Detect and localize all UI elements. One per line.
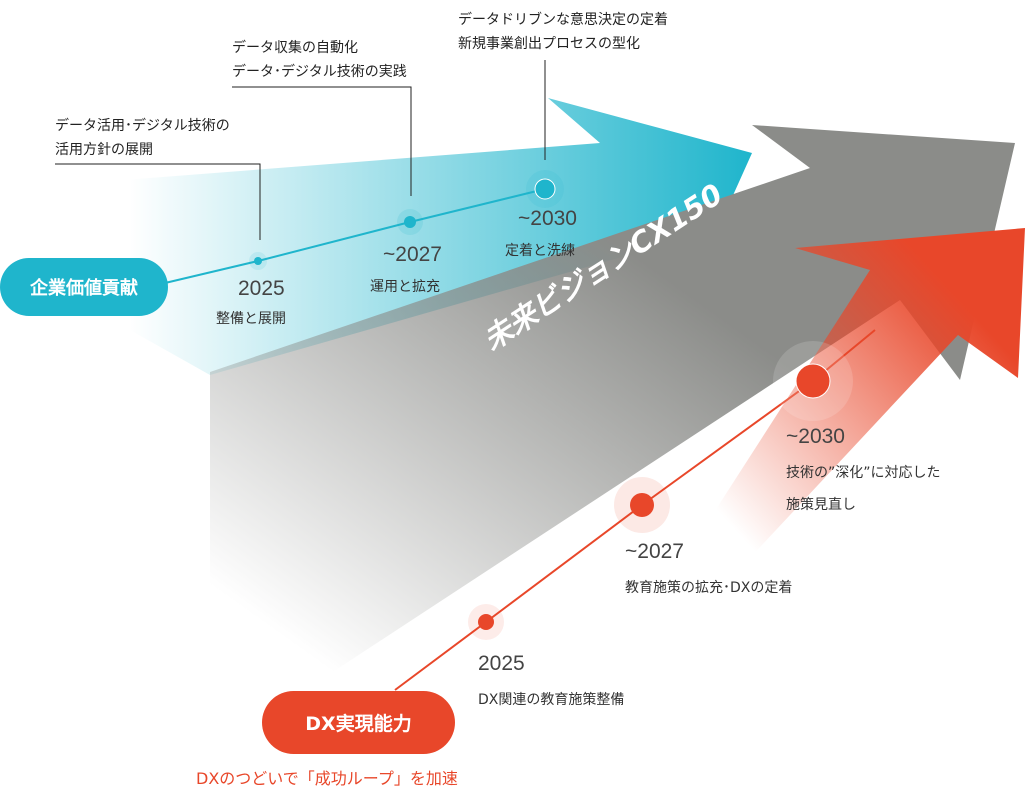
milestone-year: ~2027 [625, 540, 684, 563]
milestone-dot [630, 493, 654, 517]
milestone-year: ~2030 [786, 425, 845, 448]
callout-2030: データドリブンな意思決定の定着新規事業創出プロセスの型化 [458, 8, 668, 56]
milestone-year: 2025 [238, 277, 285, 300]
milestone-sub: 定着と洗練 [505, 243, 575, 259]
milestone-dot [404, 216, 416, 228]
callout-line: データドリブンな意思決定の定着 [458, 12, 668, 28]
callout-line: データ収集の自動化 [232, 40, 358, 56]
callout-line: 新規事業創出プロセスの型化 [458, 36, 640, 52]
pill-label: 企業価値貢献 [30, 278, 138, 299]
dx-capability-pill: DX実現能力 [262, 691, 455, 754]
red-arrow [590, 228, 1025, 705]
corporate-timeline [164, 188, 546, 284]
callout-2025: データ活用･デジタル技術の活用方針の展開 [55, 114, 230, 162]
milestone-year: ~2030 [518, 207, 577, 230]
callout-line: データ･デジタル技術の実践 [232, 64, 407, 80]
pill-label: DX実現能力 [305, 713, 412, 735]
callout-line: データ活用･デジタル技術の [55, 118, 230, 134]
milestone-dot [534, 178, 556, 200]
milestone-sub: 運用と拡充 [370, 279, 440, 295]
callout-2027: データ収集の自動化データ･デジタル技術の実践 [232, 36, 407, 84]
milestone-dot [478, 614, 494, 630]
milestone-year: 2025 [478, 652, 525, 675]
milestone-desc: 教育施策の拡充･DXの定着 [625, 580, 793, 596]
callout-leaders [55, 60, 546, 240]
milestone-year: ~2027 [383, 243, 442, 266]
milestone-desc: 技術の”深化”に対応した [786, 465, 941, 481]
milestone-sub: 整備と展開 [216, 311, 286, 327]
milestone-desc: DX関連の教育施策整備 [478, 692, 625, 708]
milestone-dot [254, 257, 262, 265]
milestone-dot [795, 363, 831, 399]
callout-line: 活用方針の展開 [55, 142, 153, 158]
corporate-value-pill: 企業価値貢献 [0, 258, 168, 316]
gray-arrow [210, 125, 1015, 700]
milestone-desc: 施策見直し [786, 497, 856, 513]
dx-caption: DXのつどいで「成功ループ」を加速 [196, 769, 458, 788]
cyan-arrow [60, 98, 752, 375]
